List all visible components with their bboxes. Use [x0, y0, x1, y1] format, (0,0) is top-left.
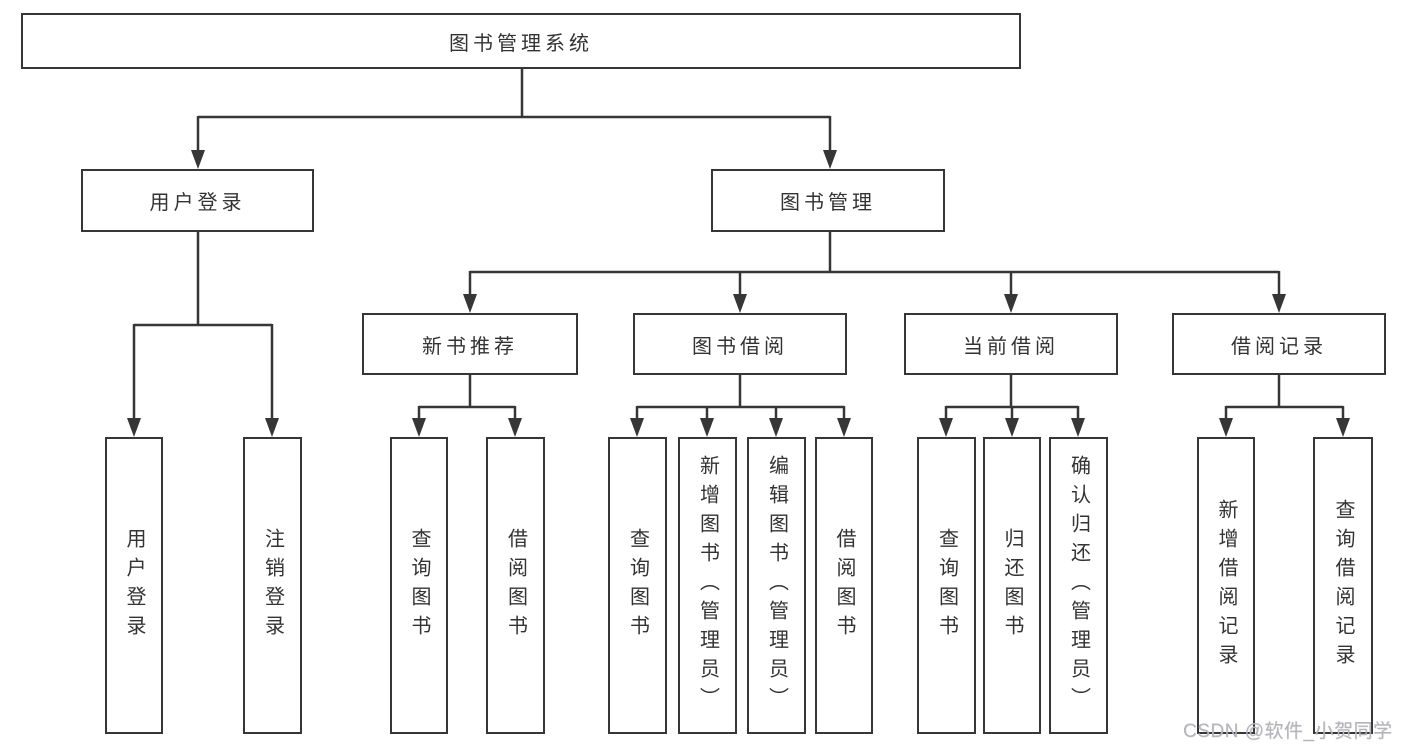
csdn-watermark: CSDN @软件_小贺同学	[1183, 721, 1393, 742]
leaf-user-login: 用户登录	[105, 437, 163, 734]
leaf-query-borrow-record: 查询借阅记录	[1313, 437, 1373, 734]
node-book-management: 图书管理	[711, 169, 945, 232]
leaf-add-borrow-record: 新增借阅记录	[1197, 437, 1255, 734]
node-book-borrow: 图书借阅	[633, 313, 847, 375]
node-current-borrow: 当前借阅	[904, 313, 1118, 375]
leaf-query-books-current: 查询图书	[917, 437, 976, 734]
node-borrow-records: 借阅记录	[1172, 313, 1386, 375]
leaf-query-books-borrow: 查询图书	[608, 437, 667, 734]
leaf-edit-book-admin: 编辑图书（管理员）	[747, 437, 806, 734]
arrowheads	[127, 150, 1350, 437]
node-library-management-system: 图书管理系统	[21, 13, 1021, 69]
node-user-login: 用户登录	[81, 169, 314, 232]
leaf-add-book-admin: 新增图书（管理员）	[678, 437, 737, 734]
leaf-return-book: 归还图书	[983, 437, 1041, 734]
leaf-confirm-return-admin: 确认归还（管理员）	[1049, 437, 1108, 734]
leaf-borrow-books-recommend: 借阅图书	[486, 437, 545, 734]
node-new-book-recommend: 新书推荐	[362, 313, 578, 375]
leaf-logout: 注销登录	[243, 437, 302, 734]
leaf-borrow-books: 借阅图书	[815, 437, 873, 734]
leaf-query-books-recommend: 查询图书	[390, 437, 448, 734]
